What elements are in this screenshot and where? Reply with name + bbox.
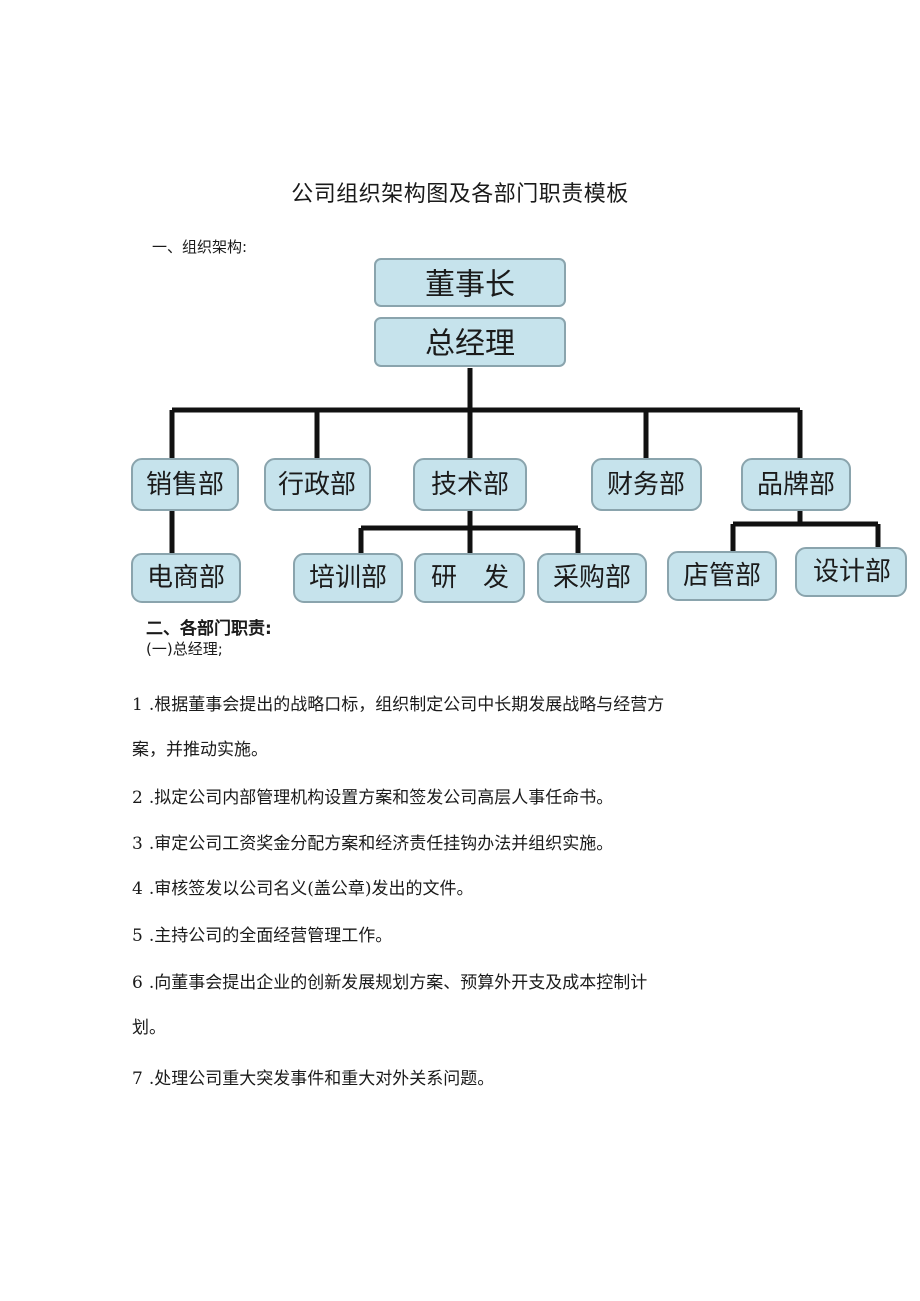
duty-text: .审核签发以公司名义(盖公章)发出的文件。: [148, 879, 474, 899]
org-box-tech: 技术部: [413, 458, 527, 511]
duty-number: 4: [132, 879, 143, 899]
org-box-finance: 财务部: [591, 458, 702, 511]
duty-number: 3: [132, 834, 143, 854]
duty-number: 7: [132, 1069, 143, 1089]
org-label-design: 设计部: [813, 557, 891, 587]
org-box-admin: 行政部: [264, 458, 371, 511]
org-box-purchasing: 采购部: [537, 553, 647, 603]
section-heading-duties: 二、各部门职责:: [146, 619, 272, 639]
section-heading-structure: 一、组织架构:: [152, 238, 248, 256]
org-label-purchasing: 采购部: [553, 563, 631, 593]
duty-number: 5: [132, 926, 143, 946]
org-label-chairman: 董事长: [425, 268, 515, 303]
duty-item-1: 1.根据董事会提出的战略口标，组织制定公司中长期发展战略与经营方: [132, 694, 792, 716]
duty-item-3: 3.审定公司工资奖金分配方案和经济责任挂钩办法并组织实施。: [132, 833, 792, 855]
duty-text: .拟定公司内部管理机构设置方案和签发公司高层人事任命书。: [148, 788, 614, 808]
org-label-sales: 销售部: [146, 470, 224, 500]
duty-item-5: 5.主持公司的全面经营管理工作。: [132, 925, 792, 947]
org-box-store-mgmt: 店管部: [667, 551, 777, 601]
org-connectors: [169, 368, 881, 554]
duty-text: .处理公司重大突发事件和重大对外关系问题。: [148, 1069, 495, 1089]
org-box-gm: 总经理: [374, 317, 566, 367]
org-label-finance: 财务部: [607, 470, 685, 500]
org-chart: 董事长 总经理 销售部 行政部 技术部 财务部 品牌部 电商部 培训部 研 发 …: [131, 258, 907, 603]
org-label-training: 培训部: [309, 563, 387, 593]
duty-number: 1: [132, 695, 143, 715]
duty-item-6-continued: 划。: [132, 1018, 166, 1038]
duty-text: .根据董事会提出的战略口标，组织制定公司中长期发展战略与经营方: [148, 695, 665, 715]
duty-number: 6: [132, 973, 143, 993]
duty-item-7: 7.处理公司重大突发事件和重大对外关系问题。: [132, 1068, 792, 1090]
duty-item-4: 4.审核签发以公司名义(盖公章)发出的文件。: [132, 878, 792, 900]
org-label-admin: 行政部: [278, 470, 356, 500]
duty-number: 2: [132, 788, 143, 808]
duty-text: .审定公司工资奖金分配方案和经济责任挂钩办法并组织实施。: [148, 834, 614, 854]
org-label-store-mgmt: 店管部: [683, 561, 761, 591]
org-box-design: 设计部: [795, 547, 907, 597]
duty-item-2: 2.拟定公司内部管理机构设置方案和签发公司高层人事任命书。: [132, 787, 792, 809]
org-box-chairman: 董事长: [374, 258, 566, 307]
org-box-rnd: 研 发: [414, 553, 525, 603]
org-label-ecommerce: 电商部: [147, 563, 225, 593]
duty-item-1-continued: 案，并推动实施。: [132, 740, 268, 760]
org-label-brand: 品牌部: [757, 470, 835, 500]
org-box-ecommerce: 电商部: [131, 553, 241, 603]
duty-item-6: 6.向董事会提出企业的创新发展规划方案、预算外开支及成本控制计: [132, 972, 792, 994]
org-label-rnd: 研 发: [431, 563, 509, 593]
duty-text: .主持公司的全面经营管理工作。: [148, 926, 393, 946]
document-title: 公司组织架构图及各部门职责模板: [291, 182, 629, 207]
org-box-sales: 销售部: [131, 458, 239, 511]
duty-text: .向董事会提出企业的创新发展规划方案、预算外开支及成本控制计: [148, 973, 648, 993]
org-label-tech: 技术部: [431, 470, 509, 500]
org-box-brand: 品牌部: [741, 458, 851, 511]
subsection-gm: (一)总经理;: [146, 640, 223, 658]
org-box-training: 培训部: [293, 553, 403, 603]
org-label-gm: 总经理: [425, 327, 515, 362]
